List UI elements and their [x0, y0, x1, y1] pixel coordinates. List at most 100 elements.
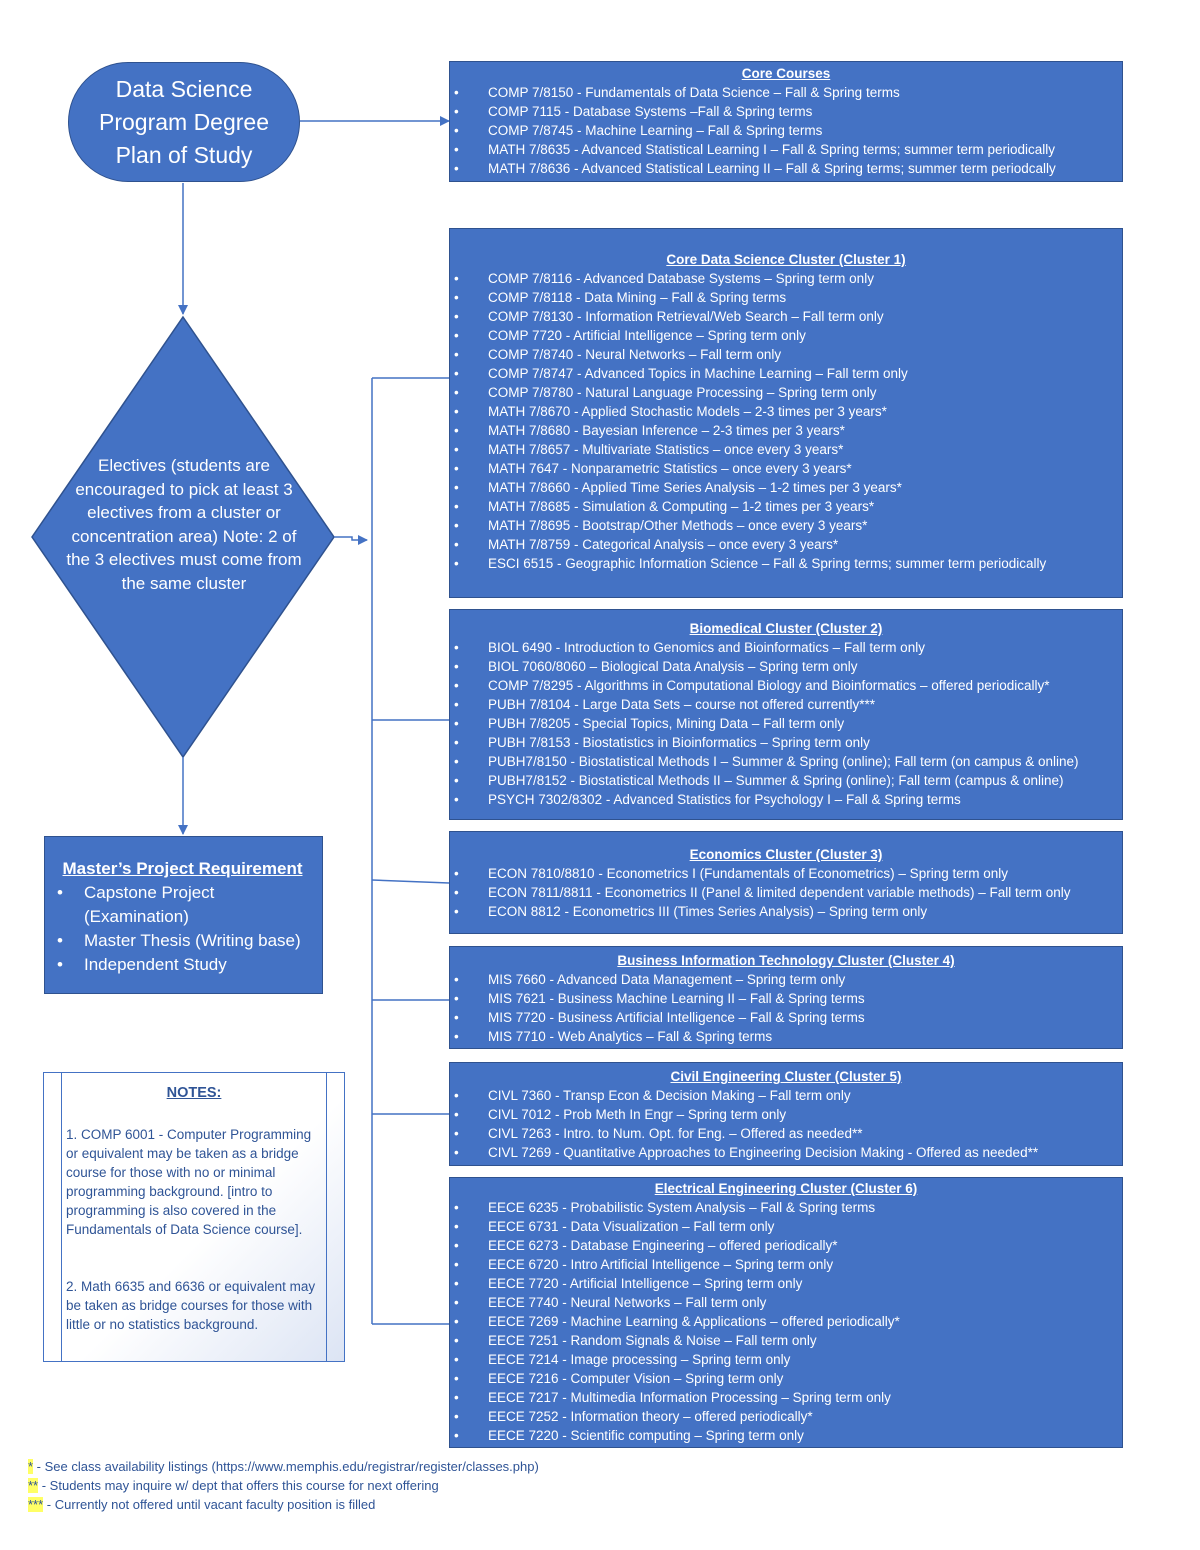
course-item: CIVL 7269 - Quantitative Approaches to E…	[450, 1143, 1122, 1162]
cluster6-box: Electrical Engineering Cluster (Cluster …	[449, 1177, 1123, 1448]
cluster6-title: Electrical Engineering Cluster (Cluster …	[654, 1181, 918, 1196]
course-item: EECE 7251 - Random Signals & Noise – Fal…	[450, 1331, 1122, 1350]
course-item: EECE 6731 - Data Visualization – Fall te…	[450, 1217, 1122, 1236]
course-item: EECE 6720 - Intro Artificial Intelligenc…	[450, 1255, 1122, 1274]
course-item: MIS 7660 - Advanced Data Management – Sp…	[450, 970, 1122, 989]
cluster3-title: Economics Cluster (Cluster 3)	[689, 847, 883, 862]
course-item: ECON 7811/8811 - Econometrics II (Panel …	[450, 883, 1122, 902]
notes-right-rule	[326, 1073, 327, 1361]
notes-title: NOTES:	[166, 1085, 222, 1101]
cluster2-box: Biomedical Cluster (Cluster 2) BIOL 6490…	[449, 609, 1123, 820]
course-item: PUBH 7/8104 - Large Data Sets – course n…	[450, 695, 1122, 714]
notes-box: NOTES: 1. COMP 6001 - Computer Programmi…	[43, 1072, 345, 1362]
course-item: EECE 7720 - Artificial Intelligence – Sp…	[450, 1274, 1122, 1293]
course-item: CIVL 7360 - Transp Econ & Decision Makin…	[450, 1086, 1122, 1105]
core-courses-box: Core Courses COMP 7/8150 - Fundamentals …	[449, 61, 1123, 182]
footnote-1: * - See class availability listings (htt…	[28, 1458, 539, 1475]
course-item: EECE 7740 - Neural Networks – Fall term …	[450, 1293, 1122, 1312]
cluster1-list: COMP 7/8116 - Advanced Database Systems …	[450, 269, 1122, 573]
course-item: PUBH 7/8205 - Special Topics, Mining Dat…	[450, 714, 1122, 733]
cluster2-list: BIOL 6490 - Introduction to Genomics and…	[450, 638, 1122, 809]
course-item: PSYCH 7302/8302 - Advanced Statistics fo…	[450, 790, 1122, 809]
masters-item: Master Thesis (Writing base)	[57, 929, 308, 953]
cluster4-list: MIS 7660 - Advanced Data Management – Sp…	[450, 970, 1122, 1046]
course-item: COMP 7720 - Artificial Intelligence – Sp…	[450, 326, 1122, 345]
cluster4-box: Business Information Technology Cluster …	[449, 946, 1123, 1049]
course-item: COMP 7/8116 - Advanced Database Systems …	[450, 269, 1122, 288]
arrow-electives-to-clusters	[334, 535, 368, 545]
footnote-text: - Students may inquire w/ dept that offe…	[38, 1478, 439, 1493]
start-node: Data Science Program Degree Plan of Stud…	[68, 62, 300, 182]
cluster3-list: ECON 7810/8810 - Econometrics I (Fundame…	[450, 864, 1122, 921]
course-item: MATH 7/8636 - Advanced Statistical Learn…	[450, 159, 1122, 178]
course-item: MATH 7/8680 - Bayesian Inference – 2-3 t…	[450, 421, 1122, 440]
note-1: 1. COMP 6001 - Computer Programming or e…	[66, 1127, 312, 1237]
course-item: ECON 8812 - Econometrics III (Times Seri…	[450, 902, 1122, 921]
footnote-3: *** - Currently not offered until vacant…	[28, 1496, 375, 1513]
course-item: EECE 6273 - Database Engineering – offer…	[450, 1236, 1122, 1255]
course-item: COMP 7/8295 - Algorithms in Computationa…	[450, 676, 1122, 695]
course-item: EECE 7214 - Image processing – Spring te…	[450, 1350, 1122, 1369]
masters-item: Capstone Project (Examination)	[57, 881, 308, 929]
course-item: COMP 7/8747 - Advanced Topics in Machine…	[450, 364, 1122, 383]
masters-project-box: Master’s Project Requirement Capstone Pr…	[44, 836, 323, 994]
course-item: EECE 7220 - Scientific computing – Sprin…	[450, 1426, 1122, 1445]
course-item: ECON 7810/8810 - Econometrics I (Fundame…	[450, 864, 1122, 883]
course-item: EECE 7252 - Information theory – offered…	[450, 1407, 1122, 1426]
course-item: MATH 7/8635 - Advanced Statistical Learn…	[450, 140, 1122, 159]
course-item: COMP 7/8745 - Machine Learning – Fall & …	[450, 121, 1122, 140]
footnote-mark: **	[28, 1478, 39, 1493]
footnote-2: ** - Students may inquire w/ dept that o…	[28, 1477, 439, 1494]
course-item: COMP 7/8780 - Natural Language Processin…	[450, 383, 1122, 402]
cluster5-list: CIVL 7360 - Transp Econ & Decision Makin…	[450, 1086, 1122, 1162]
cluster5-box: Civil Engineering Cluster (Cluster 5) CI…	[449, 1062, 1123, 1166]
course-item: MATH 7/8695 - Bootstrap/Other Methods – …	[450, 516, 1122, 535]
course-item: MATH 7/8759 - Categorical Analysis – onc…	[450, 535, 1122, 554]
course-item: EECE 6235 - Probabilistic System Analysi…	[450, 1198, 1122, 1217]
cluster2-title: Biomedical Cluster (Cluster 2)	[689, 621, 883, 636]
note-2: 2. Math 6635 and 6636 or equivalent may …	[66, 1279, 316, 1332]
course-item: MATH 7/8660 - Applied Time Series Analys…	[450, 478, 1122, 497]
cluster3-box: Economics Cluster (Cluster 3) ECON 7810/…	[449, 831, 1123, 934]
course-item: EECE 7217 - Multimedia Information Proce…	[450, 1388, 1122, 1407]
course-item: BIOL 6490 - Introduction to Genomics and…	[450, 638, 1122, 657]
course-item: CIVL 7012 - Prob Meth In Engr – Spring t…	[450, 1105, 1122, 1124]
masters-item: Independent Study	[57, 953, 308, 977]
course-item: EECE 7216 - Computer Vision – Spring ter…	[450, 1369, 1122, 1388]
course-item: COMP 7/8740 - Neural Networks – Fall ter…	[450, 345, 1122, 364]
masters-title: Master’s Project Requirement	[62, 859, 303, 878]
course-item: MATH 7/8670 - Applied Stochastic Models …	[450, 402, 1122, 421]
course-item: MATH 7/8657 - Multivariate Statistics – …	[450, 440, 1122, 459]
course-item: EECE 7269 - Machine Learning & Applicati…	[450, 1312, 1122, 1331]
bracket-to-cluster3	[371, 879, 450, 884]
core-courses-title: Core Courses	[741, 66, 831, 81]
footnote-text: - See class availability listings (https…	[33, 1459, 539, 1474]
cluster5-title: Civil Engineering Cluster (Cluster 5)	[670, 1069, 902, 1084]
course-item: COMP 7/8150 - Fundamentals of Data Scien…	[450, 83, 1122, 102]
course-item: CIVL 7263 - Intro. to Num. Opt. for Eng.…	[450, 1124, 1122, 1143]
course-item: BIOL 7060/8060 – Biological Data Analysi…	[450, 657, 1122, 676]
masters-list: Capstone Project (Examination) Master Th…	[57, 881, 308, 977]
cluster1-box: Core Data Science Cluster (Cluster 1) CO…	[449, 228, 1123, 598]
course-item: MIS 7720 - Business Artificial Intellige…	[450, 1008, 1122, 1027]
course-item: MATH 7/8685 - Simulation & Computing – 1…	[450, 497, 1122, 516]
footnote-text: - Currently not offered until vacant fac…	[43, 1497, 376, 1512]
course-item: PUBH7/8152 - Biostatistical Methods II –…	[450, 771, 1122, 790]
electives-label: Electives (students are encouraged to pi…	[66, 456, 302, 593]
course-item: MIS 7710 - Web Analytics – Fall & Spring…	[450, 1027, 1122, 1046]
course-item: COMP 7/8130 - Information Retrieval/Web …	[450, 307, 1122, 326]
cluster4-title: Business Information Technology Cluster …	[617, 953, 955, 968]
course-item: MATH 7647 - Nonparametric Statistics – o…	[450, 459, 1122, 478]
core-courses-list: COMP 7/8150 - Fundamentals of Data Scien…	[450, 83, 1122, 178]
course-item: PUBH 7/8153 - Biostatistics in Bioinform…	[450, 733, 1122, 752]
cluster1-title: Core Data Science Cluster (Cluster 1)	[666, 252, 906, 267]
cluster6-list: EECE 6235 - Probabilistic System Analysi…	[450, 1198, 1122, 1445]
footnote-mark: *	[28, 1459, 34, 1474]
start-node-label: Data Science Program Degree Plan of Stud…	[98, 75, 270, 168]
notes-left-rule	[61, 1073, 62, 1361]
course-item: ESCI 6515 - Geographic Information Scien…	[450, 554, 1122, 573]
course-item: PUBH7/8150 - Biostatistical Methods I – …	[450, 752, 1122, 771]
course-item: COMP 7115 - Database Systems –Fall & Spr…	[450, 102, 1122, 121]
course-item: COMP 7/8118 - Data Mining – Fall & Sprin…	[450, 288, 1122, 307]
